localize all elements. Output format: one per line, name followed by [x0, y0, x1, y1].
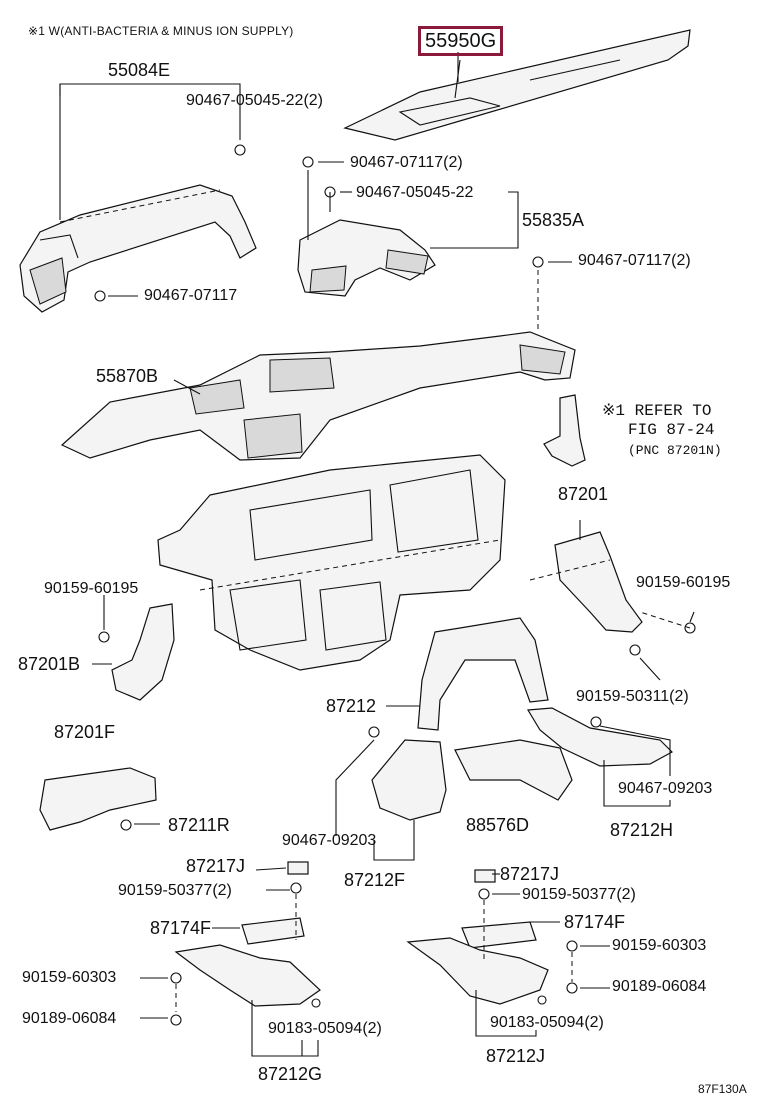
bolt-label-90159-60303-right[interactable]: 90159-60303 — [612, 937, 707, 954]
part-label-87174F-left[interactable]: 87174F — [150, 918, 212, 938]
part-55950G-illustration — [343, 29, 691, 141]
part-label-55870B[interactable]: 55870B — [96, 366, 159, 386]
bolt-label-90189-06084-left[interactable]: 90189-06084 — [22, 1010, 117, 1027]
part-label-87201B[interactable]: 87201B — [18, 654, 81, 674]
note-antibacteria: ※1 W(ANTI-BACTERIA & MINUS ION SUPPLY) — [28, 24, 294, 38]
part-label-87201F[interactable]: 87201F — [54, 722, 116, 742]
bolt-label-90467-05045-22[interactable]: 90467-05045-22 — [356, 184, 474, 201]
refer-87201N-illustration — [543, 394, 586, 467]
bolt-label-90183-05094-2-left[interactable]: 90183-05094(2) — [268, 1020, 382, 1037]
part-87201-illustration — [554, 531, 643, 633]
part-label-55084E[interactable]: 55084E — [108, 60, 171, 80]
clip-87217J-left — [287, 861, 309, 875]
part-55835A-illustration — [297, 219, 436, 297]
part-label-88576D[interactable]: 88576D — [466, 815, 530, 835]
part-87212-illustration — [417, 617, 549, 731]
part-label-87174F-right[interactable]: 87174F — [564, 912, 626, 932]
part-87212H-illustration — [526, 707, 673, 767]
bolt-label-90467-09203-right[interactable]: 90467-09203 — [618, 780, 713, 797]
part-label-55835A[interactable]: 55835A — [522, 210, 585, 230]
highlighted-part-number[interactable]: 55950G — [418, 26, 504, 56]
part-87212F-illustration — [371, 739, 447, 821]
bolt-label-90467-07117-2-right[interactable]: 90467-07117(2) — [578, 252, 691, 269]
bolt-label-90159-60303-left[interactable]: 90159-60303 — [22, 969, 117, 986]
refer-note-line3: (PNC 87201N) — [628, 443, 722, 458]
bolt-label-90159-50377-2-right[interactable]: 90159-50377(2) — [522, 886, 636, 903]
part-label-87201[interactable]: 87201 — [558, 484, 609, 504]
part-87212G-assembly-illustration — [174, 917, 321, 1007]
part-label-87217J-right[interactable]: 87217J — [500, 864, 560, 884]
bolt-label-90467-09203-left[interactable]: 90467-09203 — [282, 832, 377, 849]
hvac-unit-illustration — [157, 454, 506, 671]
part-88576D-illustration — [454, 739, 573, 801]
part-label-87212F[interactable]: 87212F — [344, 870, 406, 890]
part-55084E-illustration — [19, 184, 257, 313]
part-label-87211R[interactable]: 87211R — [168, 815, 230, 835]
part-87201F-illustration — [39, 767, 157, 831]
bolt-label-90159-60195-left[interactable]: 90159-60195 — [44, 580, 139, 597]
bolt-label-90159-60195-right[interactable]: 90159-60195 — [636, 574, 731, 591]
clip-87217J-right — [474, 869, 496, 883]
bolt-label-90159-50377-2-left[interactable]: 90159-50377(2) — [118, 882, 232, 899]
part-87201B-illustration — [111, 603, 175, 701]
part-55870B-illustration — [60, 331, 576, 461]
bolt-icons — [94, 144, 696, 1026]
refer-note-line1: ※1 REFER TO — [602, 402, 712, 420]
bolt-label-90189-06084-right[interactable]: 90189-06084 — [612, 978, 707, 995]
bolt-label-90467-07117[interactable]: 90467-07117 — [144, 287, 238, 304]
part-label-87212J[interactable]: 87212J — [486, 1046, 546, 1066]
part-label-87212[interactable]: 87212 — [326, 696, 377, 716]
part-87212J-assembly-illustration — [406, 921, 549, 1005]
part-label-87212G[interactable]: 87212G — [258, 1064, 323, 1084]
part-label-87212H[interactable]: 87212H — [610, 820, 674, 840]
bolt-label-90467-05045-22-2[interactable]: 90467-05045-22(2) — [186, 92, 323, 109]
bolt-label-90183-05094-2-right[interactable]: 90183-05094(2) — [490, 1014, 604, 1031]
refer-note-line2[interactable]: FIG 87-24 — [628, 421, 715, 439]
figure-code: 87F130A — [698, 1082, 747, 1096]
part-label-87217J-left[interactable]: 87217J — [186, 856, 246, 876]
leader-lines — [59, 52, 695, 1057]
bolt-label-90159-50311-2[interactable]: 90159-50311(2) — [576, 688, 689, 705]
bolt-label-90467-07117-2-top[interactable]: 90467-07117(2) — [350, 154, 463, 171]
